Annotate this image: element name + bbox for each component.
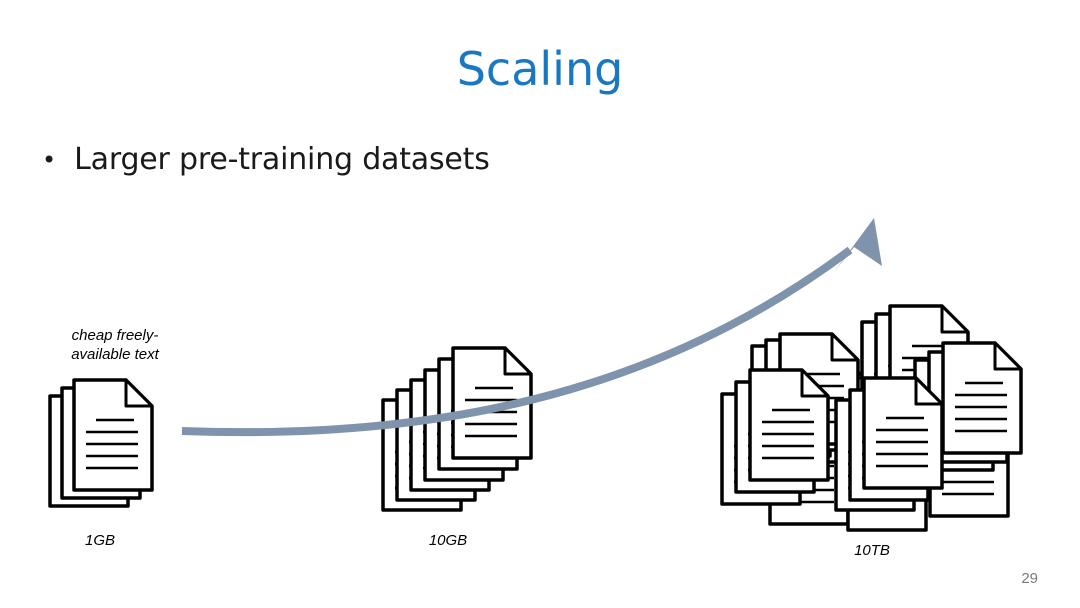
size-label-10gb: 10GB <box>428 532 468 549</box>
stack-annotation: cheap freely- available text <box>40 326 190 364</box>
document-icon <box>748 368 830 482</box>
slide-title: Scaling <box>456 42 624 96</box>
size-label-1gb: 1GB <box>84 532 115 549</box>
document-icon <box>72 378 154 492</box>
document-stack-10gb <box>381 346 533 512</box>
growth-arrow <box>181 246 853 437</box>
document-stack-10tb <box>720 304 1023 532</box>
annotation-line-1: cheap freely- <box>71 327 159 344</box>
document-icon <box>941 341 1023 455</box>
bullet-item: • Larger pre-training datasets <box>42 142 490 178</box>
page-number: 29 <box>1021 570 1038 587</box>
size-label-10tb: 10TB <box>854 542 890 559</box>
bullet-text: Larger pre-training datasets <box>74 142 490 177</box>
arrow-head-icon <box>834 218 882 272</box>
document-stack-1gb <box>48 378 154 508</box>
bullet-marker: • <box>42 146 57 174</box>
annotation-line-2: available text <box>71 346 159 363</box>
document-icon <box>862 376 944 490</box>
